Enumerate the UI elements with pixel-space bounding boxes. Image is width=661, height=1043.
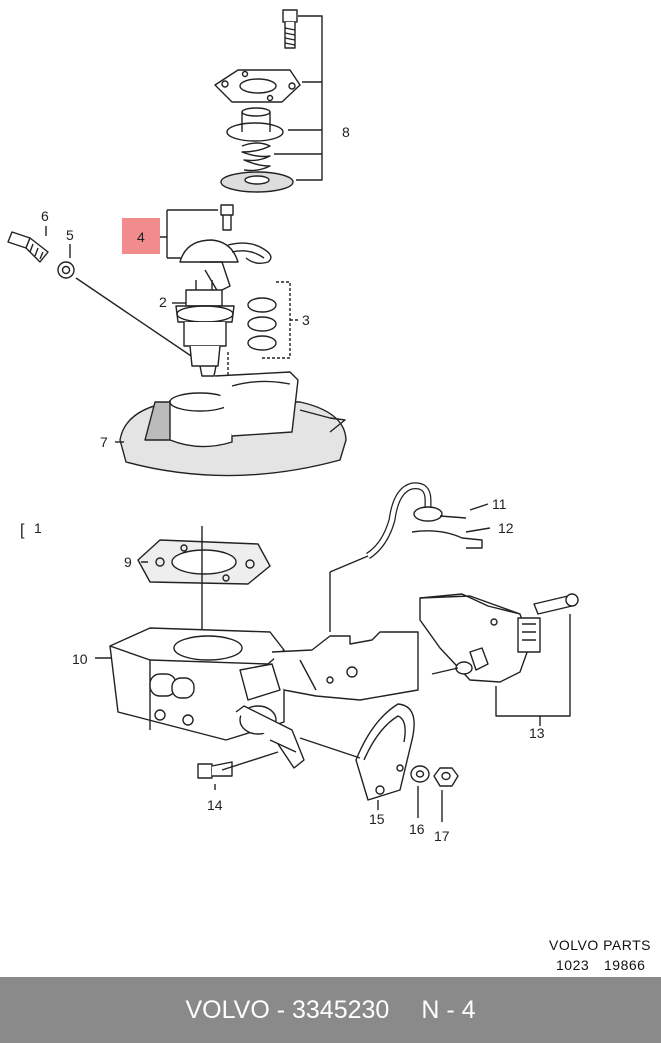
clip-12 xyxy=(411,515,483,549)
highlight-box xyxy=(122,218,160,254)
small-screw xyxy=(220,204,234,231)
mount-damper xyxy=(226,107,284,142)
callout-17: 17 xyxy=(434,828,450,844)
throttle-linkage xyxy=(235,705,305,769)
o-rings xyxy=(247,297,277,351)
hose-11 xyxy=(365,482,443,559)
gasket-ring xyxy=(220,171,294,193)
actuator-motor xyxy=(419,593,541,683)
callout-11: 11 xyxy=(492,496,507,512)
screw-13 xyxy=(533,593,579,615)
callout-15: 15 xyxy=(369,811,385,827)
base-plate xyxy=(119,371,347,477)
screw-top xyxy=(282,9,298,49)
part-reference: VOLVO - 3345230 xyxy=(185,995,390,1024)
stamp-code-a: 1023 xyxy=(556,957,589,973)
bracket xyxy=(271,631,419,701)
stamp-code-b: 19866 xyxy=(604,957,645,973)
callout-14: 14 xyxy=(207,797,223,813)
callout-12: 12 xyxy=(498,520,514,536)
callout-3: 3 xyxy=(302,312,310,328)
callout-6: 6 xyxy=(41,208,49,224)
gasket-9 xyxy=(137,539,271,585)
callout-5: 5 xyxy=(66,227,74,243)
callout-7: 7 xyxy=(100,434,108,450)
svg-text:[: [ xyxy=(20,522,25,539)
callout-13: 13 xyxy=(529,725,545,741)
nut-17 xyxy=(433,767,459,787)
cam-sector-15 xyxy=(355,703,415,801)
cover-cap xyxy=(179,239,272,293)
callout-8: 8 xyxy=(342,124,350,140)
callout-10: 10 xyxy=(72,651,88,667)
injector xyxy=(175,280,235,377)
flange-plate xyxy=(214,69,301,103)
nozzle-fitting xyxy=(7,231,49,263)
stamp-brand: VOLVO PARTS xyxy=(549,937,651,953)
screw-14 xyxy=(197,761,233,779)
washer-5 xyxy=(57,261,75,279)
spring xyxy=(241,142,271,172)
parts-diagram: [ xyxy=(7,9,651,973)
callout-16: 16 xyxy=(409,821,425,837)
callout-1: 1 xyxy=(34,520,42,536)
washer-16 xyxy=(410,765,430,783)
callout-9: 9 xyxy=(124,554,132,570)
callout-2: 2 xyxy=(159,294,167,310)
footer-bar: VOLVO - 3345230 N - 4 xyxy=(0,977,661,1043)
diagram-position: N - 4 xyxy=(421,995,476,1024)
callout-4: 4 xyxy=(137,229,145,245)
